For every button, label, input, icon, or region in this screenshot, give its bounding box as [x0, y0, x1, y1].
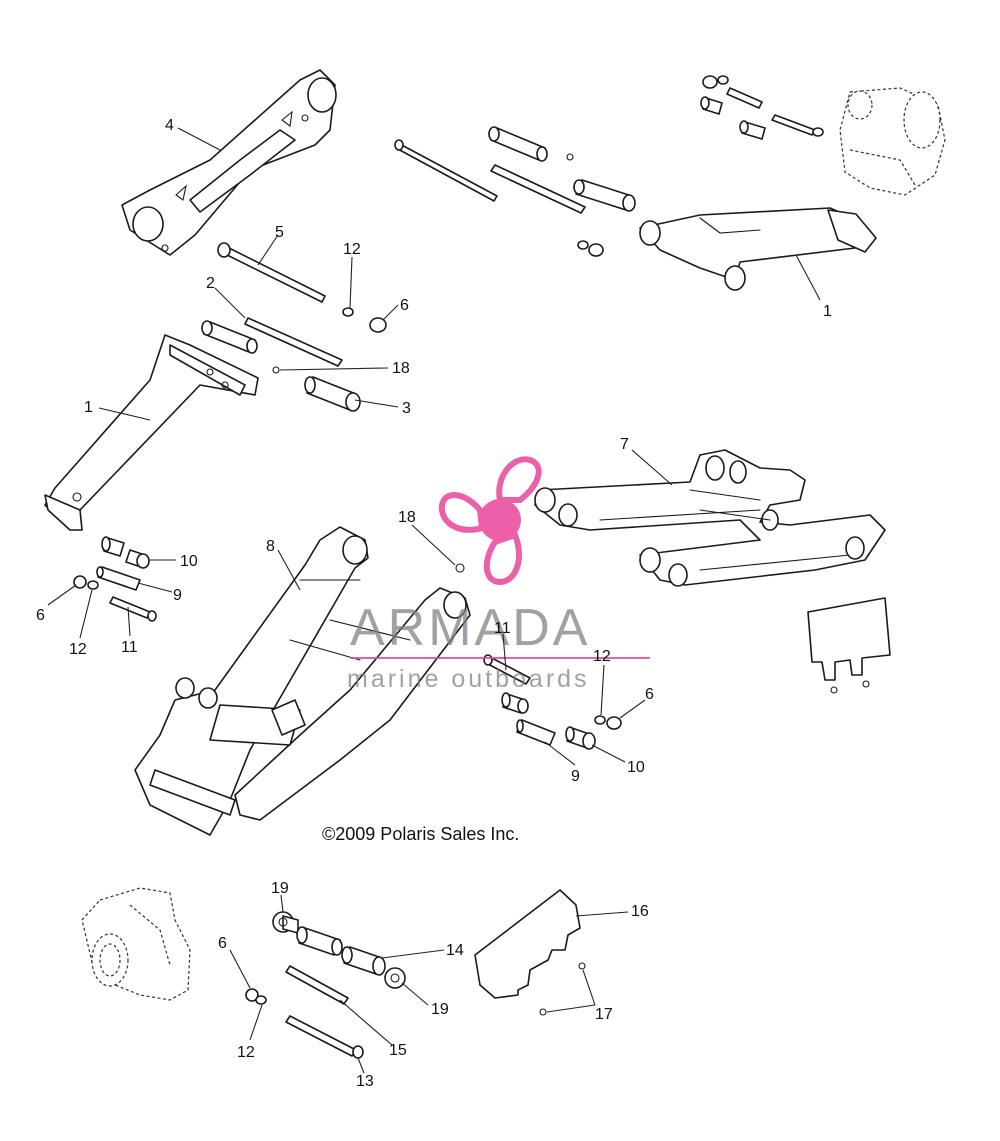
part-bushing-lower [296, 926, 343, 956]
callout-11-mid: 11 [494, 620, 511, 637]
callout-5: 5 [275, 224, 284, 241]
part-9-sleeve-left [96, 566, 141, 591]
callout-19-top: 19 [271, 880, 289, 897]
callout-12-lower: 12 [237, 1044, 255, 1061]
part-12-washer-upper [342, 307, 354, 317]
callout-2: 2 [206, 275, 215, 292]
part-4-plate [121, 69, 337, 256]
part-8-rail-frame [134, 526, 471, 836]
part-10-bushing-left [101, 536, 150, 569]
watermark-brand: ARMADA [350, 599, 590, 657]
callout-10-mid: 10 [627, 759, 645, 776]
callout-7: 7 [620, 436, 629, 453]
part-18-grease-fitting [272, 366, 280, 374]
part-6-nut-upper [369, 317, 387, 333]
callout-4: 4 [165, 117, 174, 134]
callout-16: 16 [631, 903, 649, 920]
part-bushing-mid [501, 692, 529, 714]
part-10-bushing-mid [565, 726, 596, 750]
part-sleeve-top [490, 164, 586, 214]
part-washer-nut-top [577, 240, 604, 257]
part-bushing-top-2 [573, 179, 636, 212]
callout-11-left: 11 [121, 639, 138, 656]
part-16-flap [474, 889, 586, 1016]
part-6-nut-mid [606, 716, 622, 730]
part-13-bolt [285, 1015, 364, 1059]
callout-9-mid: 9 [571, 768, 580, 785]
callout-12-mid: 12 [593, 648, 611, 665]
copyright-text: ©2009 Polaris Sales Inc. [322, 824, 519, 844]
callout-17: 17 [595, 1006, 613, 1023]
part-grease-fitting-top [566, 153, 574, 161]
part-12-washer-lower [255, 995, 267, 1005]
callout-10-left: 10 [180, 553, 198, 570]
part-hub-top-right [839, 87, 946, 196]
callout-18-mid: 18 [398, 509, 416, 526]
part-hub-lower-left [81, 887, 191, 1001]
part-11-bolt-left [109, 596, 157, 622]
callout-6-upper: 6 [400, 297, 409, 314]
watermark-propeller-icon [438, 456, 542, 586]
watermark-logo: ARMADA marine outboards [347, 456, 650, 693]
callout-19-right: 19 [431, 1001, 449, 1018]
callout-6-mid: 6 [645, 686, 654, 703]
part-7-rear-frame [534, 449, 886, 587]
leader-lines [47, 127, 821, 1074]
callout-14: 14 [446, 942, 464, 959]
part-14-bushing [341, 946, 386, 976]
callout-15: 15 [389, 1042, 407, 1059]
watermark-tagline: marine outboards [347, 665, 590, 693]
callout-6-left: 6 [36, 607, 45, 624]
callout-6-lower: 6 [218, 935, 227, 952]
part-12-washer-mid [594, 715, 606, 725]
part-15-sleeve [285, 965, 349, 1005]
callout-numbers: 4 5 2 12 6 18 3 1 1 7 8 18 10 9 11 6 12 … [36, 117, 832, 1090]
callout-12-upper: 12 [343, 241, 361, 258]
callout-3: 3 [402, 400, 411, 417]
callout-12-left: 12 [69, 641, 87, 658]
part-1-arm-top-right [639, 207, 877, 291]
part-2-sleeve [244, 317, 343, 367]
part-bushing-upper-left [201, 320, 258, 354]
part-bushing-top [488, 126, 548, 162]
part-19-washer-left [272, 911, 299, 934]
part-19-washer-right [384, 967, 406, 989]
callout-18-upper: 18 [392, 360, 410, 377]
callout-1-left: 1 [84, 399, 93, 416]
part-long-bolt-top [394, 139, 498, 202]
part-6-nut-left [73, 575, 87, 589]
part-6-nut-lower [245, 988, 259, 1002]
part-18-grease-fitting-mid [455, 563, 465, 573]
part-9-sleeve-mid [516, 719, 556, 746]
part-hardware-top-right [700, 75, 824, 140]
part-flap-right [807, 597, 891, 694]
callout-1-right: 1 [823, 303, 832, 320]
callout-9-left: 9 [173, 587, 182, 604]
part-1-arm-left [44, 334, 259, 531]
callout-8: 8 [266, 538, 275, 555]
part-5-bolt [217, 242, 326, 303]
part-12-washer-left [87, 580, 99, 590]
part-3-bushing [304, 376, 361, 412]
callout-13: 13 [356, 1073, 374, 1090]
